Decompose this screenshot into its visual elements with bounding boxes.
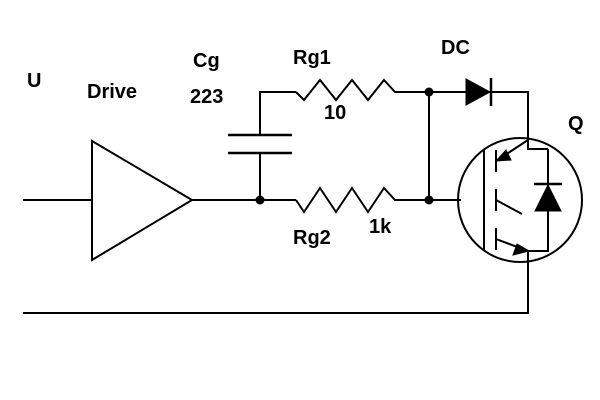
transistor-name-label: Q — [568, 113, 584, 135]
resistor-rg2-symbol — [295, 186, 461, 214]
resistor1-name-label: Rg1 — [293, 47, 331, 69]
igbt-envelope-circle — [457, 137, 583, 263]
igbt-emitter-arrow — [512, 243, 531, 256]
diode-name-label: DC — [441, 37, 470, 59]
resistor-rg1-symbol — [295, 78, 429, 102]
resistor2-name-label: Rg2 — [293, 227, 331, 249]
igbt-collector-wire — [527, 140, 548, 150]
junction-dot — [424, 195, 434, 205]
emitter-return-wire — [23, 251, 529, 314]
igbt-q-symbol — [457, 137, 583, 263]
igbt-collector-arrow — [494, 149, 512, 162]
diode-dc-symbol — [465, 78, 492, 106]
input-label: U — [27, 70, 41, 92]
capacitor-value-label: 223 — [190, 86, 223, 108]
resistor1-value-label: 10 — [324, 102, 346, 124]
driver-amplifier-symbol — [91, 139, 194, 262]
junction-dot — [255, 195, 265, 205]
driver-label: Drive — [87, 81, 137, 103]
freewheel-diode-symbol — [534, 183, 562, 212]
diode-cathode-wire — [491, 91, 529, 140]
resistor2-value-label: 1k — [369, 216, 392, 238]
capacitor-name-label: Cg — [193, 50, 220, 72]
igbt-body-lead — [495, 199, 523, 215]
junction-dot — [424, 87, 434, 97]
capacitor-upper-lead — [259, 91, 296, 135]
